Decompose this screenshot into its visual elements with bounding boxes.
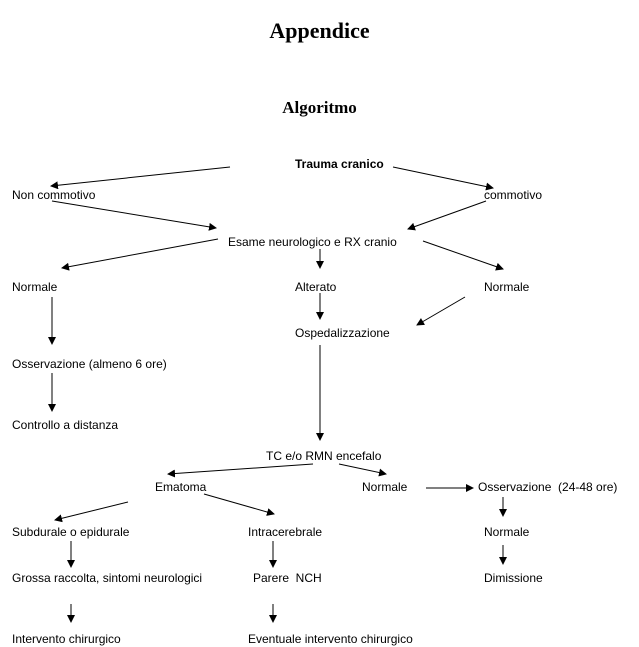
node-ospedalizzazione: Ospedalizzazione: [295, 326, 390, 340]
node-normale-tc: Normale: [362, 480, 408, 494]
page-title: Appendice: [269, 18, 370, 43]
node-intervento-chirurgico: Intervento chirurgico: [12, 632, 121, 646]
node-osservazione-6-ore: Osservazione (almeno 6 ore): [12, 357, 167, 371]
node-commotivo: commotivo: [484, 188, 543, 202]
edge-commotivo-to-esame: [407, 200, 487, 231]
node-normale-obs: Normale: [484, 525, 530, 539]
node-non-commotivo: Non commotivo: [12, 188, 96, 202]
node-normale-left: Normale: [12, 280, 58, 294]
node-trauma-cranico: Trauma cranico: [295, 157, 384, 171]
node-controllo-a-distanza: Controllo a distanza: [12, 418, 119, 432]
node-osservazione-24-48-ore: Osservazione (24-48 ore): [478, 480, 618, 494]
node-eventuale-intervento: Eventuale intervento chirurgico: [248, 632, 413, 646]
edge-tc-to-normale: [338, 463, 387, 477]
node-tc-rmn-encefalo: TC e/o RMN encefalo: [266, 449, 382, 463]
edge-ematoma-to-intracerebrale: [203, 493, 275, 516]
edge-ematoma-to-subdurale: [54, 501, 129, 523]
node-dimissione: Dimissione: [484, 571, 543, 585]
node-grossa-raccolta: Grossa raccolta, sintomi neurologici: [12, 571, 203, 585]
node-normale-right: Normale: [484, 280, 530, 294]
edge-trauma-to-commotivo: [392, 166, 494, 191]
node-alterato: Alterato: [295, 280, 337, 294]
node-subdurale-epidurale: Subdurale o epidurale: [12, 525, 130, 539]
node-intracerebrale: Intracerebrale: [248, 525, 323, 539]
edge-esame-to-normale-right: [422, 240, 504, 271]
edge-normale-right-to-ospedalizzazione: [416, 296, 466, 326]
node-parere-nch: Parere NCH: [253, 571, 322, 585]
edge-non-commotivo-to-esame: [51, 200, 217, 231]
edge-esame-to-normale-left: [61, 238, 219, 271]
section-title: Algoritmo: [282, 98, 357, 117]
node-esame-neurologico: Esame neurologico e RX cranio: [228, 235, 397, 249]
node-ematoma: Ematoma: [155, 480, 207, 494]
edge-trauma-to-non-commotivo: [50, 166, 231, 190]
edge-tc-to-ematoma: [167, 463, 314, 478]
